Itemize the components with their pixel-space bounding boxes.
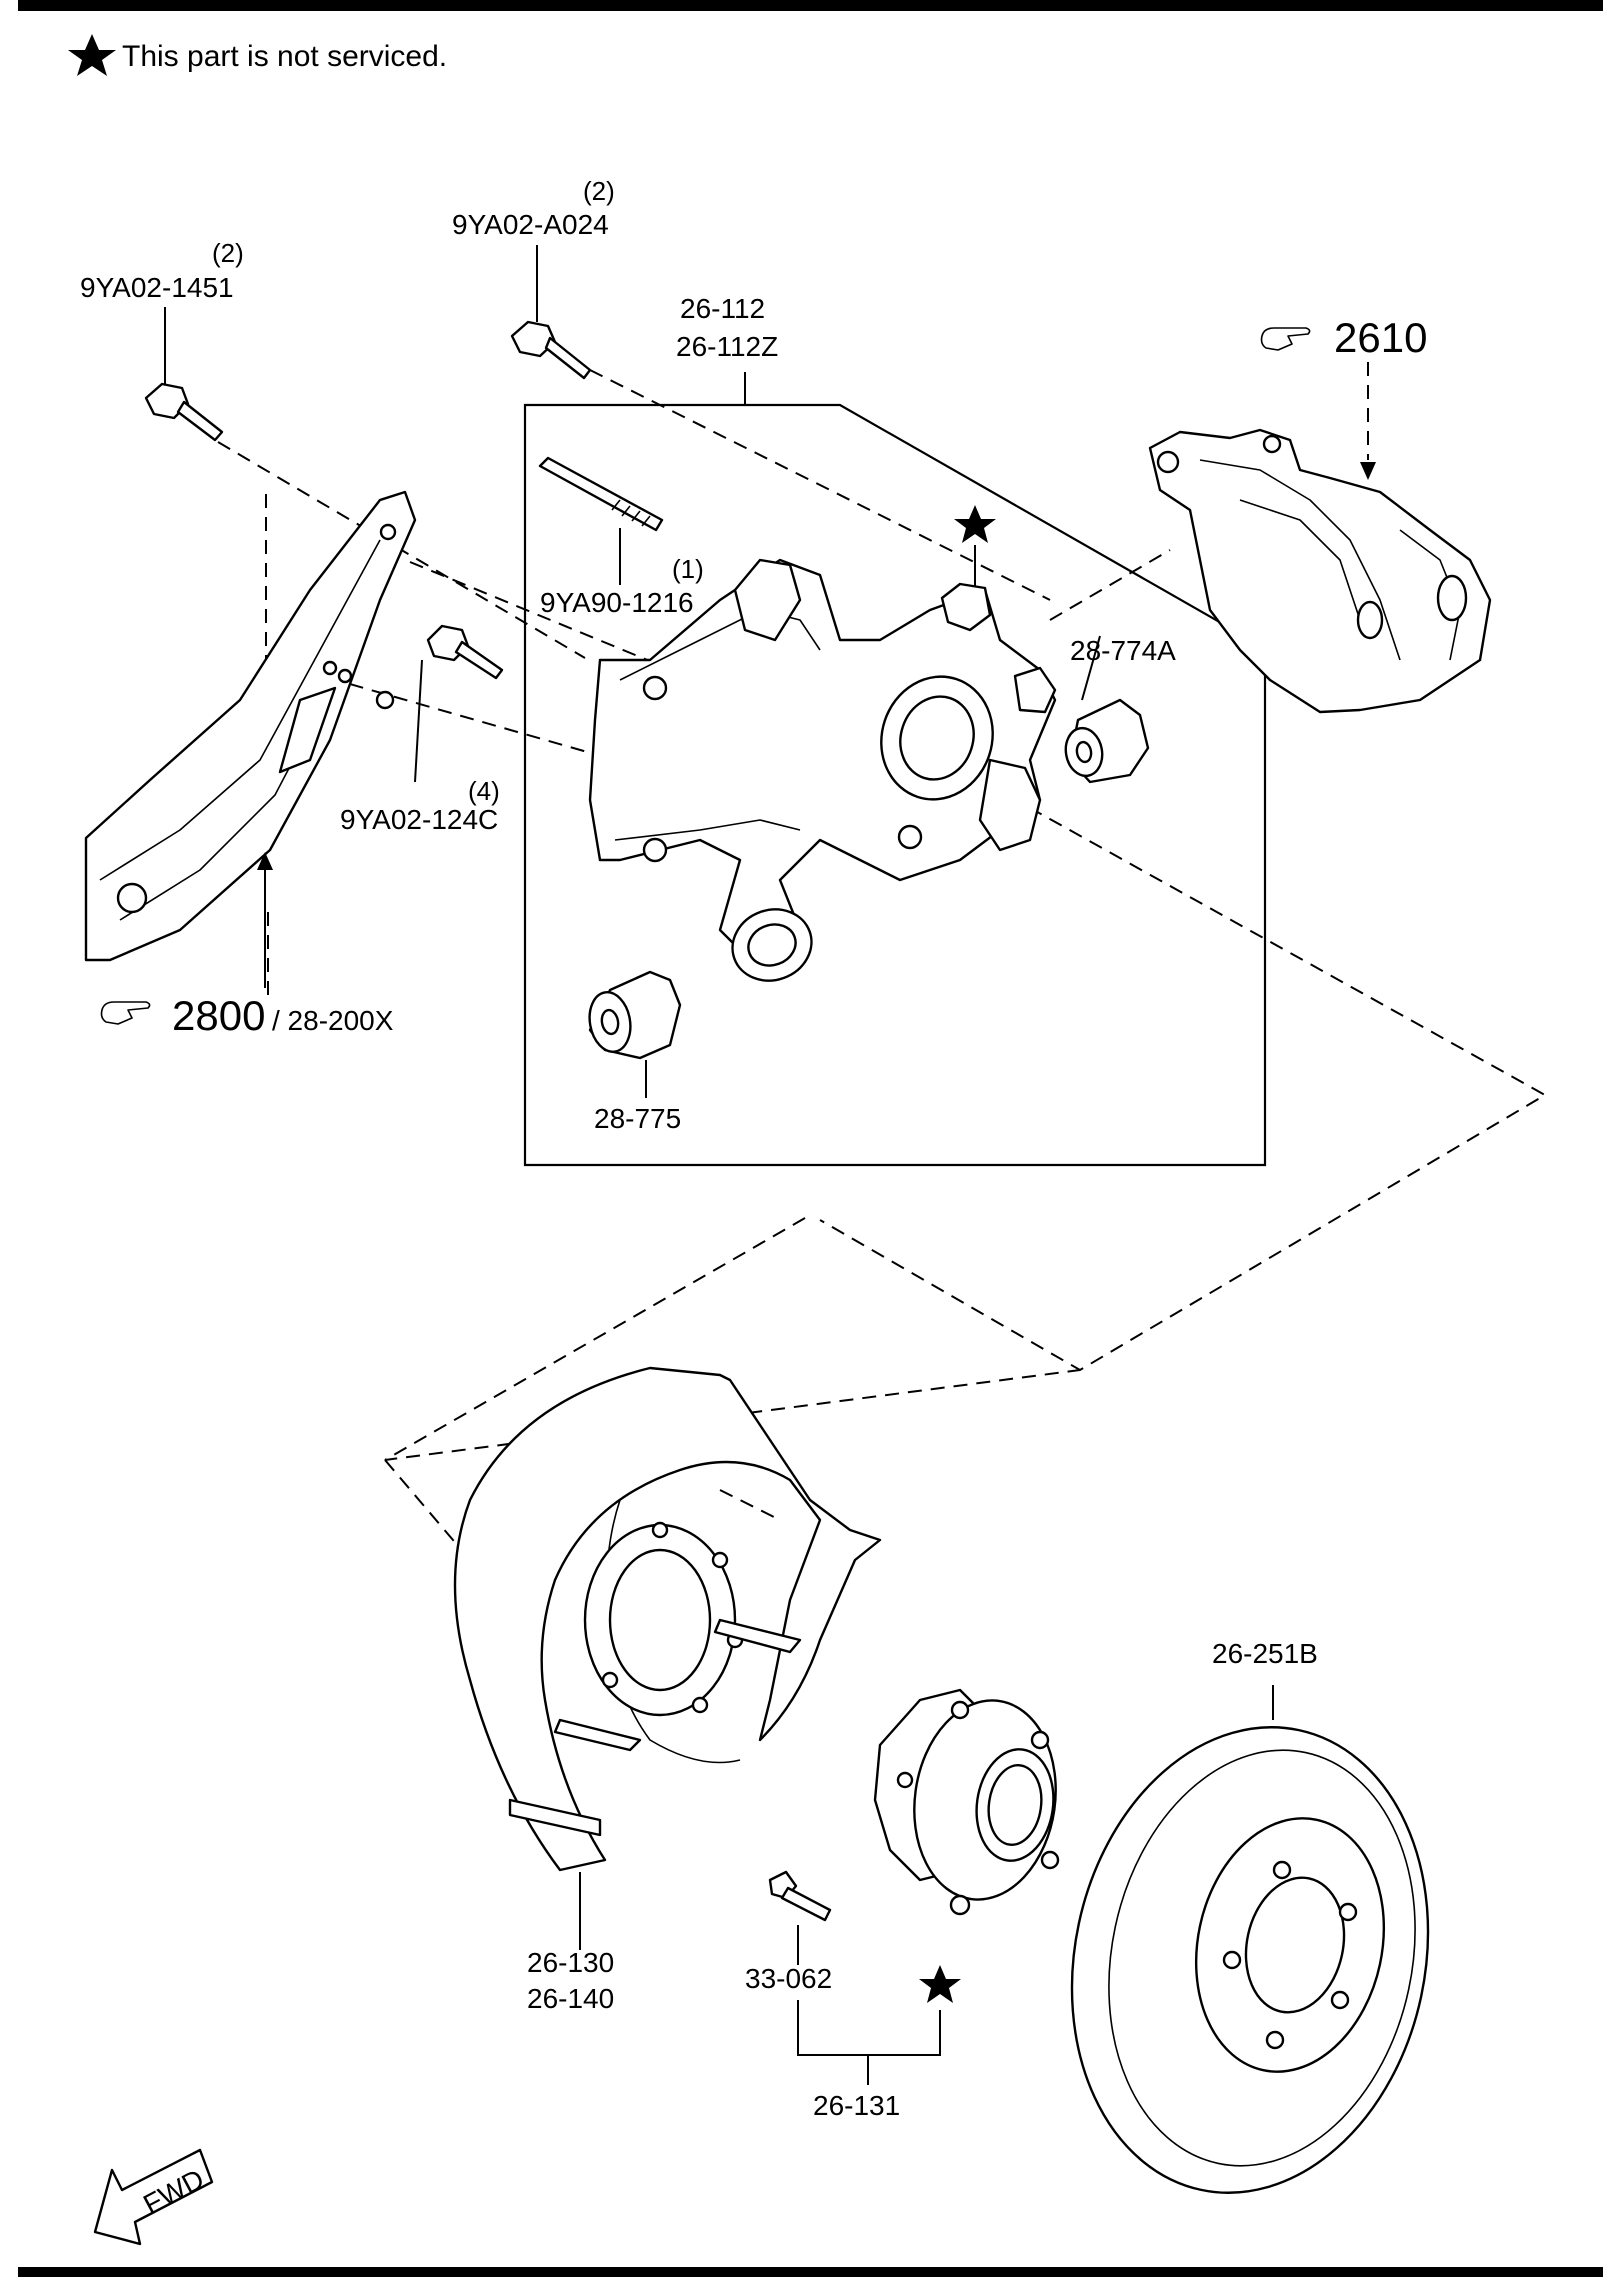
- star-icon: [68, 34, 116, 76]
- bushing-b-part-number: 28-775: [594, 1103, 681, 1134]
- hub-bolt-part-number: 33-062: [745, 1963, 832, 1994]
- bolt-1451-qty: (2): [212, 238, 244, 268]
- stud-9ya90-1216[interactable]: (1) 9YA90-1216: [538, 456, 704, 618]
- ref-2610-number: 2610: [1334, 314, 1427, 361]
- hub-assy-part-number: 26-131: [813, 2090, 900, 2121]
- ref-2800-number: 2800: [172, 992, 265, 1039]
- hub-assy-bracket: 26-131: [797, 2000, 941, 2121]
- forward-arrow-icon: FWD: [93, 2148, 214, 2246]
- ref-2800-suffix: / 28-200X: [272, 1005, 394, 1036]
- knuckle-star-marker: [954, 505, 996, 588]
- star-icon: [954, 505, 996, 543]
- stud-part-number: 9YA90-1216: [540, 587, 694, 618]
- hub-bolt-33-062[interactable]: 33-062: [745, 1870, 832, 1994]
- pointing-hand-icon: [100, 1001, 151, 1025]
- stud-qty: (1): [672, 554, 704, 584]
- bottom-rule: [18, 2267, 1603, 2277]
- dust-shield-part-number-alt: 26-140: [527, 1983, 614, 2014]
- not-serviced-note: This part is not serviced.: [68, 34, 447, 76]
- hub-star-marker: [919, 1965, 961, 2003]
- bushing-a-part-number: 28-774A: [1070, 635, 1176, 666]
- brake-rotor[interactable]: 26-251B: [1030, 1638, 1470, 2226]
- ref-2610[interactable]: 2610: [1260, 314, 1428, 480]
- trailing-arm[interactable]: [84, 490, 417, 988]
- knuckle-assembly-frame: [523, 403, 1267, 1167]
- top-rule: [18, 0, 1603, 11]
- star-icon: [919, 1965, 961, 2003]
- bolt-124c-part-number: 9YA02-124C: [340, 804, 498, 835]
- ref-2800[interactable]: 2800 / 28-200X: [100, 992, 394, 1039]
- hub-assembly[interactable]: [873, 1688, 1068, 1916]
- note-text: This part is not serviced.: [122, 40, 447, 73]
- bolt-124c-qty: (4): [468, 776, 500, 806]
- knuckle-part-number-alt: 26-112Z: [676, 331, 778, 362]
- bolt-9ya02-124c[interactable]: (4) 9YA02-124C: [340, 624, 504, 835]
- knuckle-part-number: 26-112: [680, 293, 765, 324]
- dust-shield[interactable]: 26-130 26-140: [453, 1366, 882, 2014]
- dust-shield-part-number: 26-130: [527, 1947, 614, 1978]
- brake-caliper[interactable]: [1148, 428, 1492, 714]
- knuckle[interactable]: [588, 558, 1057, 992]
- bushing-28-775[interactable]: 28-775: [585, 970, 682, 1134]
- bushing-28-774a[interactable]: 28-774A: [1062, 635, 1176, 784]
- rotor-part-number: 26-251B: [1212, 1638, 1318, 1669]
- bolt-9ya02-a024[interactable]: (2) 9YA02-A024: [452, 176, 615, 380]
- pointing-hand-icon: [1260, 327, 1311, 351]
- bolt-1451-part-number: 9YA02-1451: [80, 272, 234, 303]
- bolt-a024-qty: (2): [583, 176, 615, 206]
- bolt-a024-part-number: 9YA02-A024: [452, 209, 609, 240]
- bolt-9ya02-1451[interactable]: (2) 9YA02-1451: [80, 238, 244, 442]
